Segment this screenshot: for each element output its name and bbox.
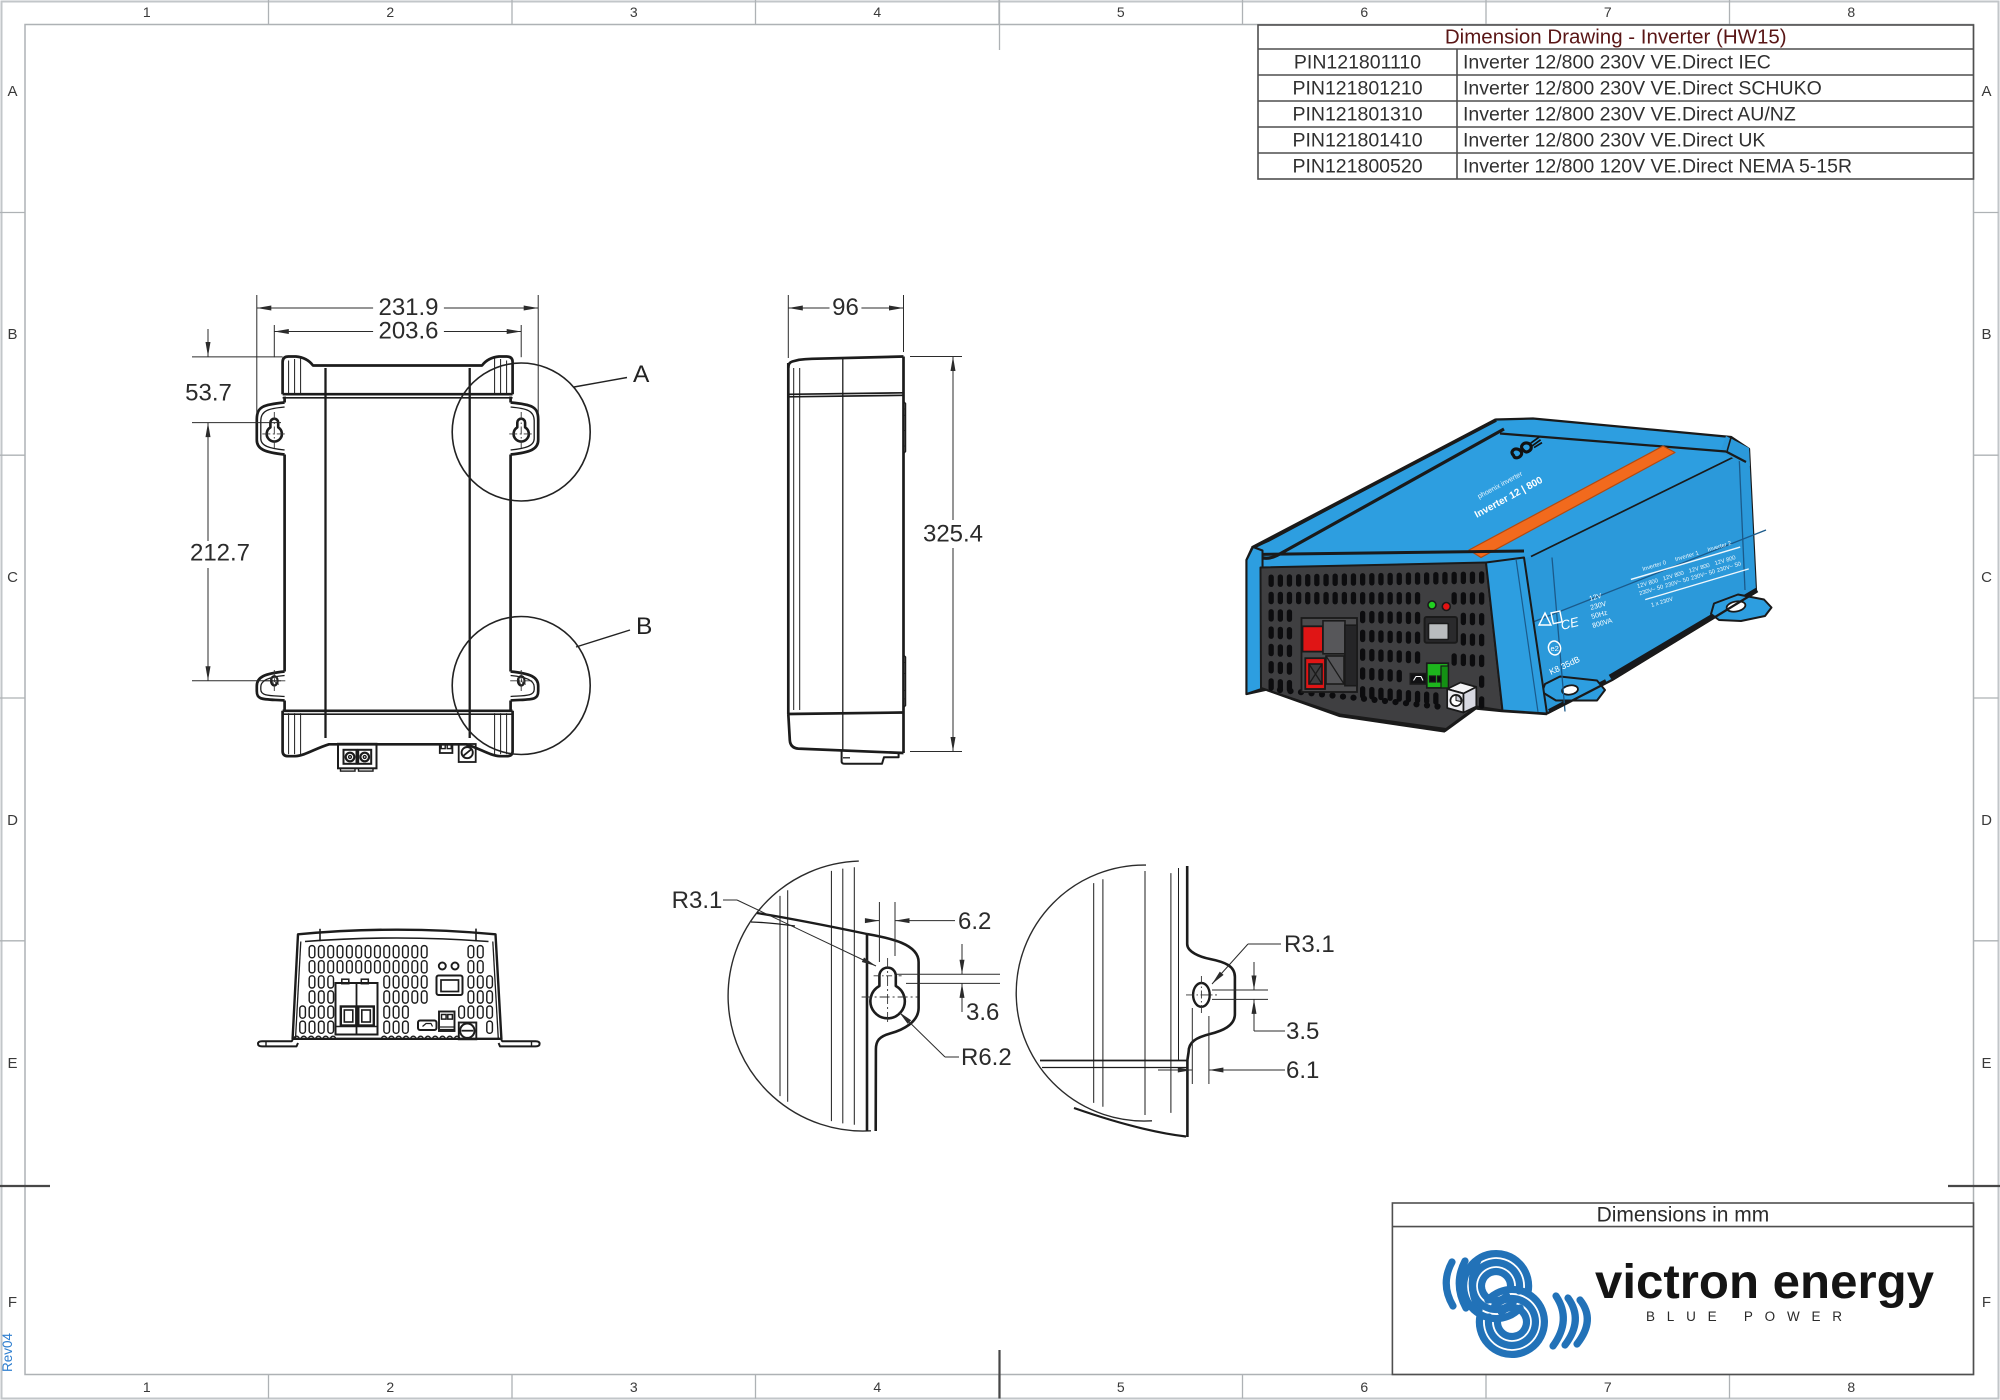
- svg-text:B: B: [7, 326, 17, 343]
- svg-text:50Hz: 50Hz: [1591, 610, 1609, 621]
- svg-text:12V 800: 12V 800: [1637, 578, 1659, 590]
- svg-text:B: B: [636, 613, 652, 640]
- svg-text:R3.1: R3.1: [672, 887, 723, 914]
- svg-text:R6.2: R6.2: [961, 1044, 1012, 1071]
- svg-text:1: 1: [143, 4, 151, 20]
- svg-text:BLUE POWER: BLUE POWER: [1646, 1309, 1850, 1324]
- svg-text:7: 7: [1604, 4, 1612, 20]
- svg-text:Inverter 12/800 230V VE.Direct: Inverter 12/800 230V VE.Direct AU/NZ: [1463, 104, 1796, 126]
- svg-text:7: 7: [1604, 1379, 1612, 1395]
- svg-text:6.1: 6.1: [1286, 1057, 1319, 1084]
- svg-text:PIN121801110: PIN121801110: [1294, 52, 1421, 74]
- svg-text:4: 4: [873, 4, 881, 20]
- svg-text:Dimension Drawing - Inverter (: Dimension Drawing - Inverter (HW15): [1445, 26, 1787, 49]
- svg-text:D: D: [1981, 812, 1992, 829]
- svg-text:PIN121801310: PIN121801310: [1292, 104, 1422, 126]
- svg-text:4: 4: [873, 1379, 881, 1395]
- svg-text:230V: 230V: [1590, 601, 1608, 612]
- svg-text:6: 6: [1360, 4, 1368, 20]
- svg-text:R3.1: R3.1: [1284, 931, 1335, 958]
- svg-text:6: 6: [1360, 1379, 1368, 1395]
- svg-text:CE: CE: [1559, 614, 1580, 633]
- svg-text:Dimensions in mm: Dimensions in mm: [1597, 1204, 1770, 1227]
- svg-text:E: E: [1981, 1055, 1991, 1072]
- svg-text:6.2: 6.2: [958, 908, 991, 935]
- svg-text:A: A: [7, 83, 17, 100]
- svg-text:5: 5: [1117, 4, 1125, 20]
- svg-text:3.6: 3.6: [966, 999, 999, 1026]
- svg-text:53.7: 53.7: [185, 380, 232, 407]
- svg-text:12V: 12V: [1589, 593, 1603, 603]
- svg-text:5: 5: [1117, 1379, 1125, 1395]
- svg-text:3: 3: [630, 4, 638, 20]
- svg-text:212.7: 212.7: [190, 540, 250, 567]
- svg-text:PIN121801410: PIN121801410: [1292, 130, 1422, 152]
- svg-text:A: A: [633, 361, 650, 388]
- svg-text:F: F: [1982, 1294, 1991, 1311]
- svg-text:PIN121801210: PIN121801210: [1292, 78, 1422, 100]
- svg-text:12V 800: 12V 800: [1662, 570, 1684, 582]
- svg-text:2: 2: [386, 1379, 394, 1395]
- svg-text:12V 800: 12V 800: [1688, 563, 1710, 575]
- svg-text:C: C: [7, 569, 18, 586]
- svg-text:C: C: [1981, 569, 1992, 586]
- svg-text:231.9: 231.9: [378, 294, 438, 321]
- svg-text:F: F: [8, 1294, 17, 1311]
- svg-text:Rev04: Rev04: [0, 1332, 15, 1372]
- svg-text:203.6: 203.6: [378, 317, 438, 344]
- svg-text:Inverter 12/800 230V VE.Direct: Inverter 12/800 230V VE.Direct SCHUKO: [1463, 78, 1822, 100]
- svg-text:D: D: [7, 812, 18, 829]
- svg-text:8: 8: [1847, 4, 1855, 20]
- svg-text:victron energy: victron energy: [1595, 1256, 1934, 1309]
- svg-text:12V 800: 12V 800: [1714, 555, 1736, 567]
- svg-text:1: 1: [143, 1379, 151, 1395]
- svg-text:325.4: 325.4: [923, 521, 983, 548]
- svg-text:E: E: [7, 1055, 17, 1072]
- svg-text:8: 8: [1847, 1379, 1855, 1395]
- svg-text:A: A: [1981, 83, 1991, 100]
- svg-text:96: 96: [832, 294, 859, 321]
- svg-text:3: 3: [630, 1379, 638, 1395]
- svg-text:Inverter 12/800 230V VE.Direct: Inverter 12/800 230V VE.Direct UK: [1463, 130, 1765, 152]
- svg-text:Inverter 12/800 120V VE.Direct: Inverter 12/800 120V VE.Direct NEMA 5-15…: [1463, 156, 1852, 178]
- svg-text:PIN121800520: PIN121800520: [1292, 156, 1422, 178]
- svg-text:e2: e2: [1551, 644, 1559, 653]
- svg-text:2: 2: [386, 4, 394, 20]
- svg-text:B: B: [1981, 326, 1991, 343]
- svg-text:3.5: 3.5: [1286, 1018, 1319, 1045]
- svg-text:Inverter 12/800 230V VE.Direct: Inverter 12/800 230V VE.Direct IEC: [1463, 52, 1771, 74]
